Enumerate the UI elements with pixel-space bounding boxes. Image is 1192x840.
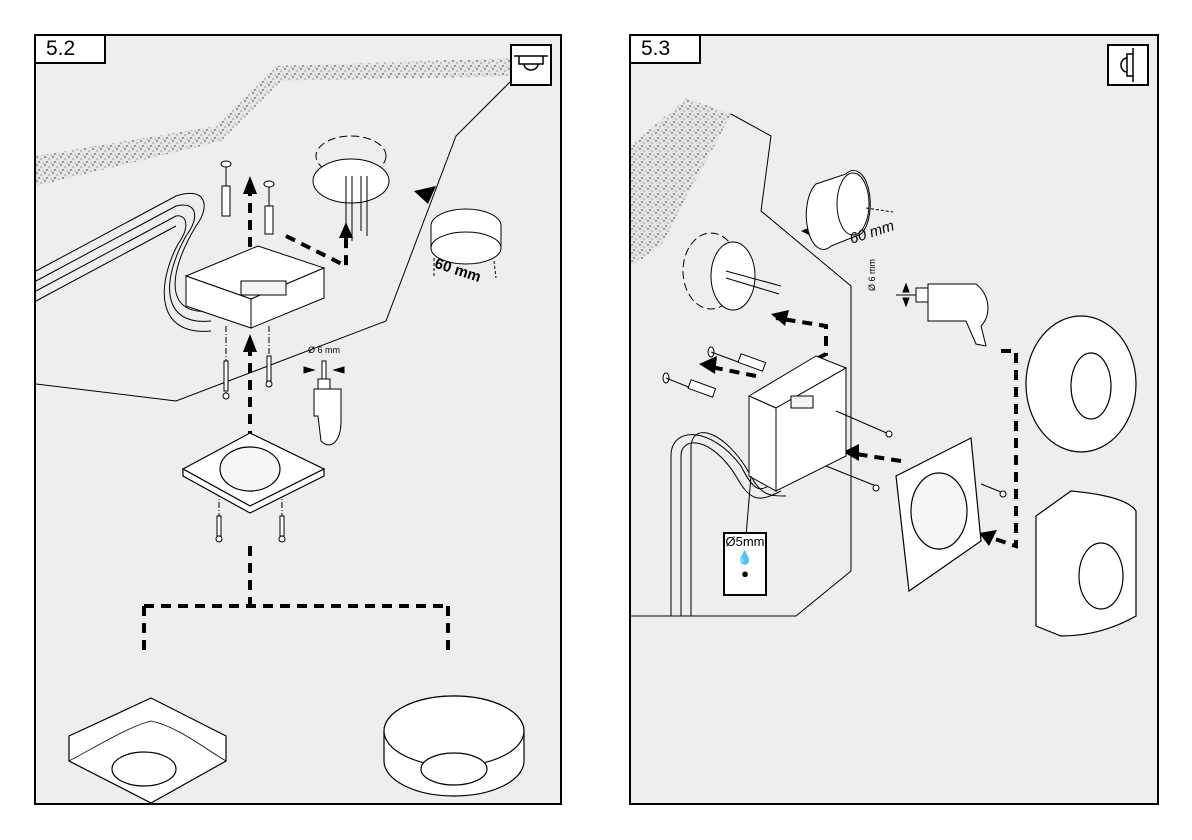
drain-hole-callout: Ø5mm 💧 ● — [723, 532, 767, 596]
sensor-base-plate — [896, 438, 981, 591]
surface-mount-box — [186, 246, 324, 328]
water-drop-icon: 💧 — [725, 550, 765, 566]
cable-bundle — [36, 193, 211, 331]
square-cover — [1036, 491, 1136, 636]
step-panel-5-3: 5.3 — [629, 34, 1159, 805]
water-drop-icon: ● — [725, 566, 765, 582]
square-cover — [69, 698, 226, 803]
drain-hole-label: Ø5mm — [725, 534, 765, 550]
sensor-base-plate — [183, 433, 324, 513]
wall-mount-icon — [1107, 44, 1149, 86]
assembly-guide-arrows — [144, 186, 448, 656]
ceiling-installation-diagram — [36, 36, 562, 805]
flush-mount-box — [313, 136, 389, 241]
drill-diameter-label: Ø 6 mm — [867, 259, 877, 291]
drill — [896, 284, 988, 346]
step-number: 5.2 — [34, 34, 106, 64]
drill — [304, 361, 344, 445]
step-number: 5.3 — [629, 34, 701, 64]
round-cover — [384, 696, 524, 796]
step-panel-5-2: 5.2 — [34, 34, 562, 805]
drill-diameter-label: Ø 6 mm — [308, 345, 340, 355]
wall-plugs — [221, 161, 274, 234]
flush-mount-box — [683, 233, 781, 310]
round-cover — [1026, 316, 1136, 452]
ceiling-mount-icon — [510, 44, 552, 86]
surface-mount-box — [749, 356, 846, 491]
wall-plaster-texture — [631, 98, 731, 266]
wall-installation-diagram — [631, 36, 1159, 805]
